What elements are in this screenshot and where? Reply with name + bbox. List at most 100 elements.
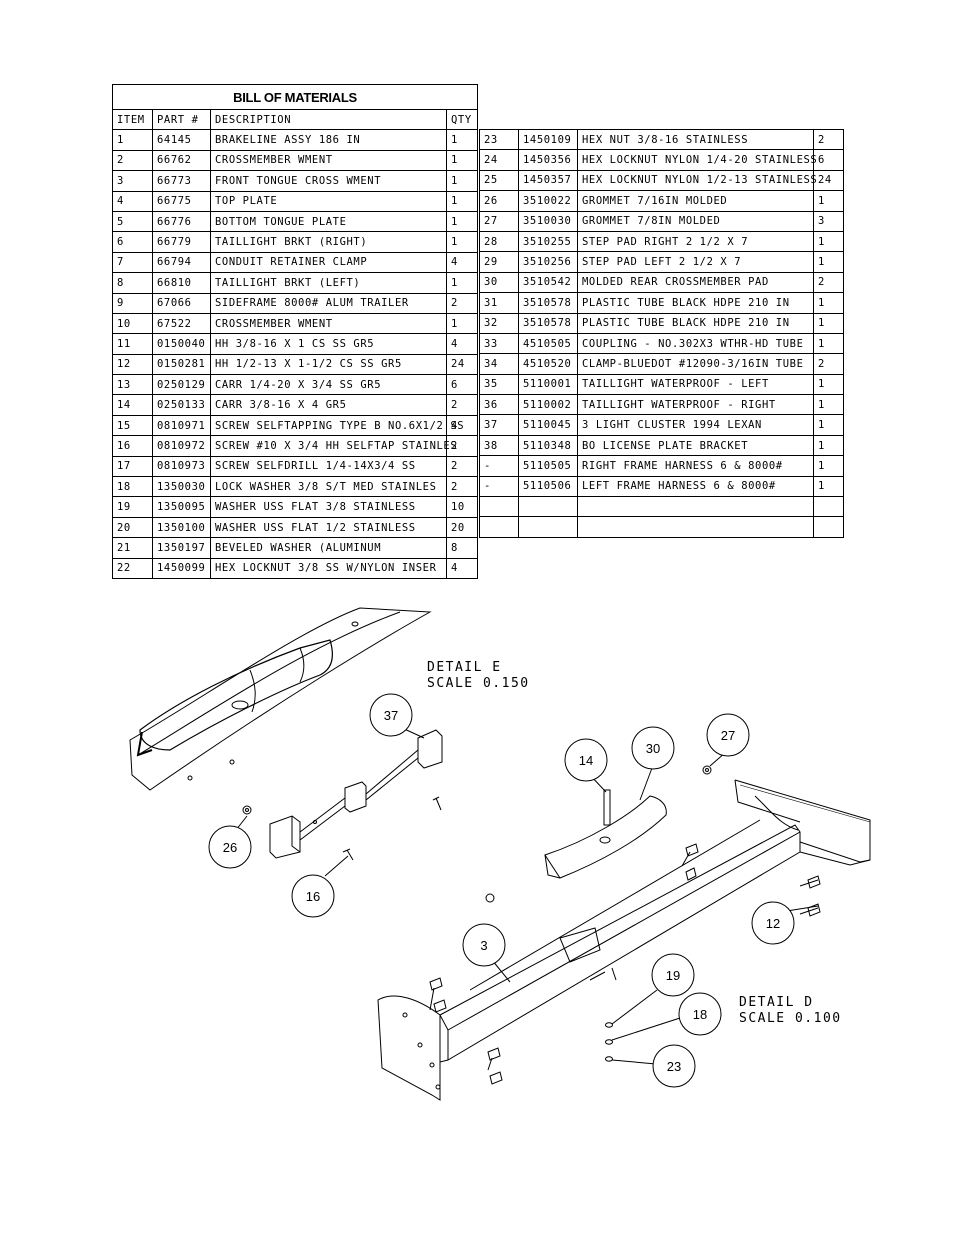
bom-cell-description: TAILLIGHT BRKT (RIGHT) <box>210 231 447 253</box>
bom-cell-qty: 2 <box>445 394 479 416</box>
bom-cell-description: MOLDED REAR CROSSMEMBER PAD <box>577 271 814 294</box>
bom-cell-item: 12 <box>112 353 153 376</box>
bom-cell-qty: 1 <box>445 170 479 192</box>
bom-cell-item: 30 <box>479 271 519 294</box>
callout-37: 37 <box>369 693 413 737</box>
bom-cell-part: 66776 <box>152 210 211 233</box>
bom-cell-description: TOP PLATE <box>210 190 447 212</box>
callout-12: 12 <box>751 901 795 945</box>
bom-cell-part: 1450109 <box>518 128 578 151</box>
bom-cell-part: 66794 <box>152 251 211 274</box>
bom-cell-item: 22 <box>112 557 153 579</box>
header-description: DESCRIPTION <box>210 108 447 131</box>
bom-cell-description: CONDUIT RETAINER CLAMP <box>210 251 447 274</box>
bom-cell-description: GROMMET 7/16IN MOLDED <box>577 190 814 212</box>
bom-cell-item: 8 <box>112 272 153 294</box>
svg-text:12: 12 <box>766 916 780 931</box>
bom-cell-qty: 4 <box>445 333 479 355</box>
bom-cell-qty: 2 <box>813 271 844 294</box>
bom-cell-qty: 1 <box>813 332 844 355</box>
bom-cell-part: 5110002 <box>518 394 578 416</box>
bom-cell-part: 67522 <box>152 312 211 335</box>
bom-cell-item: 7 <box>112 251 153 274</box>
bom-cell-item: 2 <box>112 149 153 172</box>
callout-3: 3 <box>462 923 506 967</box>
bom-cell-item: 38 <box>479 434 519 457</box>
bom-row <box>479 516 844 538</box>
bom-cell-item: 13 <box>112 374 153 396</box>
bom-cell-description: FRONT TONGUE CROSS WMENT <box>210 170 447 192</box>
bom-cell-part: 4510520 <box>518 353 578 375</box>
callout-18: 18 <box>678 992 722 1036</box>
svg-text:18: 18 <box>693 1007 707 1022</box>
bom-cell-qty: 2 <box>813 353 844 375</box>
bom-cell-description: TAILLIGHT WATERPROOF - RIGHT <box>577 394 814 416</box>
bom-cell-part: 3510578 <box>518 312 578 334</box>
header-item: ITEM <box>112 108 153 131</box>
bom-cell-part: 1450356 <box>518 149 578 171</box>
header-part: PART # <box>152 108 211 131</box>
bom-cell-description: SCREW #10 X 3/4 HH SELFTAP STAINLES <box>210 435 457 457</box>
bom-cell-item: 11 <box>112 333 153 355</box>
bom-cell-part: 3510256 <box>518 251 578 273</box>
header-qty: QTY <box>445 108 479 131</box>
bom-cell-description: HEX LOCKNUT NYLON 1/4-20 STAINLESS <box>577 149 817 171</box>
bom-cell-qty: 1 <box>813 414 844 436</box>
bom-cell-part: 0150281 <box>152 353 211 376</box>
bom-cell-item: 6 <box>112 231 153 253</box>
bill-of-materials-left: BILL OF MATERIALS ITEM PART # DESCRIPTIO… <box>111 84 479 579</box>
bom-cell-part: 66779 <box>152 231 211 253</box>
bom-cell-qty: 6 <box>813 149 844 171</box>
bom-cell-qty: 1 <box>813 312 844 334</box>
bom-cell-description: PLASTIC TUBE BLACK HDPE 210 IN <box>577 292 814 314</box>
bom-cell-qty: 1 <box>445 210 479 233</box>
bom-cell-part: 3510030 <box>518 210 578 232</box>
detail-d-label: DETAIL D SCALE 0.100 <box>739 995 842 1026</box>
bom-cell-part: 1350197 <box>152 537 211 559</box>
callout-19: 19 <box>651 953 695 997</box>
bom-cell-item: 34 <box>479 353 519 375</box>
bom-cell-part: 0810973 <box>152 455 211 478</box>
callout-27: 27 <box>706 713 750 757</box>
bom-cell-description: BO LICENSE PLATE BRACKET <box>577 434 814 457</box>
bom-cell-part: 1350100 <box>152 516 211 539</box>
bom-cell-part: 1350095 <box>152 496 211 518</box>
bom-cell-description: 3 LIGHT CLUSTER 1994 LEXAN <box>577 414 814 436</box>
bom-cell-qty: 2 <box>445 292 479 314</box>
bom-cell-part: 0250133 <box>152 394 211 416</box>
bom-cell-item: 37 <box>479 414 519 436</box>
svg-text:16: 16 <box>306 889 320 904</box>
bom-cell-item: 21 <box>112 537 153 559</box>
bom-cell-part: 0810971 <box>152 414 211 437</box>
bom-cell-part: 67066 <box>152 292 211 314</box>
bom-cell-qty: 20 <box>445 516 479 539</box>
svg-text:3: 3 <box>480 938 487 953</box>
bom-cell-description: BEVELED WASHER (ALUMINUM <box>210 537 447 559</box>
bom-cell-qty: 1 <box>813 292 844 314</box>
bom-cell-description: STEP PAD LEFT 2 1/2 X 7 <box>577 251 814 273</box>
svg-text:SCALE 0.100: SCALE 0.100 <box>739 1011 842 1026</box>
bom-cell-qty <box>813 496 844 518</box>
bom-cell-description: SCREW SELFTAPPING TYPE B NO.6X1/2 SS <box>210 414 464 437</box>
callout-26: 26 <box>208 825 252 869</box>
bom-cell-description: CROSSMEMBER WMENT <box>210 149 447 172</box>
bom-cell-part: 0150040 <box>152 333 211 355</box>
callout-16: 16 <box>291 874 335 918</box>
bom-cell-item: 28 <box>479 230 519 253</box>
bom-cell-item: 24 <box>479 149 519 171</box>
bom-cell-description: BOTTOM TONGUE PLATE <box>210 210 447 233</box>
bom-cell-item: 18 <box>112 476 153 498</box>
bom-cell-item: 26 <box>479 190 519 212</box>
svg-text:30: 30 <box>646 741 660 756</box>
